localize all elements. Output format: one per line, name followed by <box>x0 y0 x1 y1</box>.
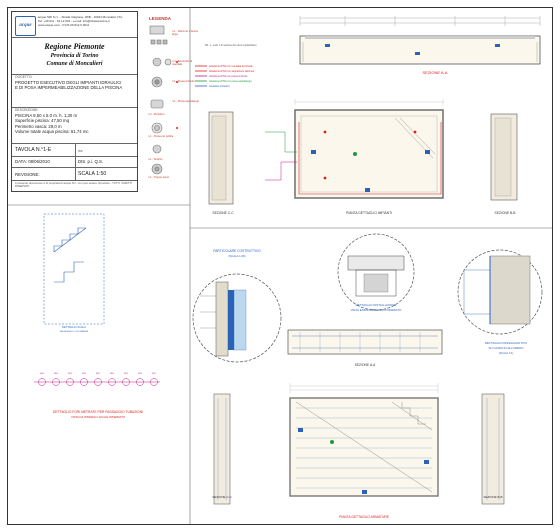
svg-text:tubazione Ø 63 mm presa di fon: tubazione Ø 63 mm presa di fondo <box>209 75 248 78</box>
pass-detail-title: DETTAGLIO PASSAGGIO PVC <box>485 341 528 345</box>
company-logo: acque <box>15 16 36 36</box>
svg-text:cavidotto proiettori: cavidotto proiettori <box>209 85 230 88</box>
stairs-subtitle: DA INCASSO CON GRADINI <box>60 330 89 333</box>
particular-scale: (SCALA 1:20) <box>228 254 245 258</box>
svg-text:Rif. 1 - Lato 1 di sezione del: Rif. 1 - Lato 1 di sezione del vano impi… <box>205 44 257 47</box>
object-label: OGGETTO: <box>15 75 33 79</box>
pool-description: PISCINA 9,50 x 5.0 m. h. 1,30 m Superfic… <box>15 113 89 135</box>
legend-title: LEGENDA <box>149 16 172 21</box>
province-name: Provincia di Torino <box>50 53 99 59</box>
annotation-notes: tubazione Ø 50 mm mandata bocchette tuba… <box>195 65 255 88</box>
legend-item: n.1 - Skimmer a bocca larga <box>172 30 198 37</box>
pass-detail-scale: (SCALA 1:4) <box>499 351 514 355</box>
title-block: acque acque SRI S.r.l. - Strada Vaigrana… <box>11 11 138 192</box>
pvc-pass-detail-drawing: DETTAGLIO PASSAGGIO PVC SU GUIDA IN ALLU… <box>457 249 543 355</box>
drawn-by: DIS. p.i. Q.S. <box>78 159 104 164</box>
section-cc-title: SEZIONE C-C <box>212 211 234 215</box>
municipality-name: Comune di Moncalieri <box>46 60 103 67</box>
legend-item: n.1 - Presa aspirafango <box>172 100 199 103</box>
svg-text:Ø63: Ø63 <box>110 373 115 375</box>
company-info: acque SRI S.r.l. - Strada Vaigrana, 18/B… <box>38 15 123 27</box>
legend-item: n.1 - Presa di fondo <box>172 80 195 83</box>
construction-detail-drawing: PARTICOLARE COSTRUTTIVO (SCALA 1:20) <box>192 249 282 363</box>
region-name: Regione Piemonte <box>44 42 105 51</box>
section-aa-drawing: SEZIONE A-A Rif. 1 - Lato 1 di sezione d… <box>205 16 541 75</box>
description-label: DESCRIZIONE: <box>15 108 39 112</box>
skimmer-icon <box>149 25 165 35</box>
section-aa-title: SEZIONE A-A <box>422 70 447 75</box>
motor-detail-subtitle: VANO ESPANSIBILE MOTORIZZATO <box>351 308 402 312</box>
motor-detail-drawing: DETTAGLIO INSTALLAZIONE VANO ESPANSIBILE… <box>337 233 415 312</box>
motor-detail-title: DETTAGLIO INSTALLAZIONE <box>356 303 397 307</box>
cleaning-inlet-icon <box>152 144 162 154</box>
svg-text:tubazione Ø 63 mm aspirazione: tubazione Ø 63 mm aspirazione skimmer <box>209 70 255 73</box>
svg-text:Ø63: Ø63 <box>54 373 59 375</box>
svg-text:Ø50: Ø50 <box>68 373 73 375</box>
section-bb-title: SEZIONE B-B <box>495 211 517 215</box>
legend-item: n.1 - Presa per pulizia <box>148 135 174 138</box>
svg-text:tubazione Ø 50 mm presa aspira: tubazione Ø 50 mm presa aspirafango <box>209 80 252 83</box>
project-title: PROGETTO ESECUTIVO DEGLI IMPIANTI IDRAUL… <box>15 80 123 91</box>
holes-title: DETTAGLIO FORI METRATE PER PASSAGGIO TUB… <box>53 410 143 414</box>
sheet-number: TAVOLA N.°1-E <box>15 147 52 153</box>
section-aa-rebar-drawing: SEZIONE A-A <box>287 329 443 367</box>
sheet-rev: rev. <box>78 149 84 153</box>
plumbing-plan-drawing: SEZIONE C-C PIANTA DETTAGLIO IMPIANTI SE… <box>208 99 518 215</box>
svg-text:Ø50: Ø50 <box>124 373 129 375</box>
svg-text:Ø25: Ø25 <box>152 373 157 375</box>
legend-item: n.1 - Scarico <box>148 158 163 161</box>
section-cc-rebar-title: SEZIONE C-C <box>212 495 232 499</box>
legend-icons <box>149 25 178 175</box>
legend-item: n.4 - Bocchette di mandata <box>172 60 193 67</box>
rebar-plan-title: PIANTA DETTAGLIO ARMATURE <box>339 515 390 519</box>
svg-text:tubazione Ø 50 mm mandata bocc: tubazione Ø 50 mm mandata bocchette <box>209 65 253 68</box>
scale-field: SCALA 1:50 <box>78 171 107 177</box>
section-aa-rebar-title: SEZIONE A-A <box>355 363 377 367</box>
section-bb-rebar-title: SEZIONE B-B <box>483 495 502 499</box>
drawing-sheet <box>7 7 553 525</box>
stairs-detail-drawing: DETTAGLIO SCALA DA INCASSO CON GRADINI <box>43 213 105 333</box>
svg-text:Ø63: Ø63 <box>40 373 45 375</box>
copyright-note: Il presente documento è di proprietà di … <box>15 181 133 189</box>
svg-text:Ø50: Ø50 <box>138 373 143 375</box>
holes-subtitle: VISTA DA INTERNO LOCALE INTERRATO <box>71 415 126 419</box>
rebar-plan-drawing: SEZIONE C-C PIANTA DETTAGLIO ARMATURE SE… <box>212 383 505 519</box>
pipe-holes-drawing: Ø63 Ø63 Ø50 Ø50 Ø50 Ø63 Ø50 Ø50 Ø25 DETTAGLIO FO… <box>34 373 160 419</box>
legend-item: n.2 - Proiettori <box>148 113 165 116</box>
revision-field: REVISIONE: <box>15 172 40 177</box>
vacuum-inlet-icon <box>150 99 164 109</box>
nozzle-icon <box>152 57 162 67</box>
svg-text:Ø50: Ø50 <box>82 373 87 375</box>
legend-item: n.1 - Troppo pieno <box>148 176 170 179</box>
plumbing-plan-title: PIANTA DETTAGLIO IMPIANTI <box>346 211 392 215</box>
svg-text:Ø50: Ø50 <box>96 373 101 375</box>
particular-title: PARTICOLARE COSTRUTTIVO <box>213 249 261 253</box>
pass-detail-subtitle: SU GUIDA IN ALLUMINIO <box>488 346 524 350</box>
stairs-title: DETTAGLIO SCALA <box>62 325 86 329</box>
date-field: DATA: 08/06/2010 <box>15 159 50 164</box>
authority-header: Regione Piemonte Provincia di Torino Com… <box>12 42 137 68</box>
